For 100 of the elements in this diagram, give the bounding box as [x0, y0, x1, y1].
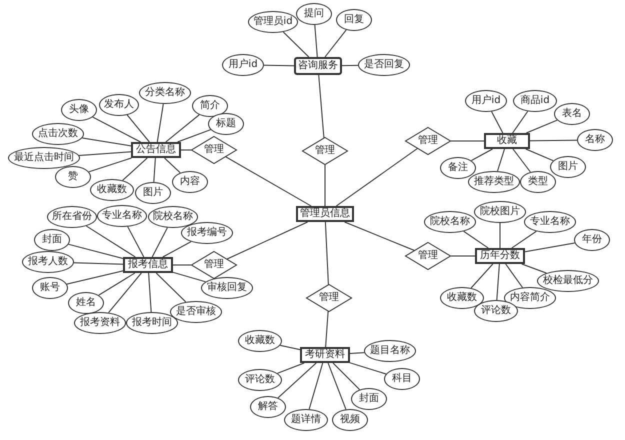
connector-line	[156, 104, 164, 142]
connector-line	[225, 156, 312, 206]
attribute-ellipse: 回复	[336, 9, 372, 31]
entity-box: 公告信息	[131, 142, 181, 158]
connector-line	[308, 362, 324, 410]
attribute-ellipse: 头像	[61, 99, 97, 121]
attribute-ellipse: 收藏数	[90, 179, 134, 201]
relationship-diamond: 管理	[302, 137, 348, 165]
connector-line	[491, 111, 504, 134]
connector-line	[525, 148, 554, 162]
attribute-ellipse: 院校名称	[424, 211, 476, 233]
connector-line	[172, 264, 192, 266]
connector-line	[82, 138, 132, 146]
connector-line	[344, 222, 415, 251]
attribute-ellipse: 图片	[135, 182, 171, 204]
connector-line	[126, 114, 150, 142]
connector-line	[463, 230, 489, 248]
connector-line	[127, 226, 144, 258]
connector-line	[108, 272, 142, 314]
attribute-ellipse: 科目	[384, 368, 420, 390]
attribute-ellipse: 报考时间	[126, 312, 178, 334]
connector-line	[521, 264, 547, 274]
connector-line	[164, 158, 181, 174]
attribute-ellipse: 提问	[296, 3, 332, 25]
attribute-ellipse: 封面	[34, 229, 70, 251]
attribute-ellipse: 账号	[32, 277, 68, 299]
attribute-ellipse: 内容	[172, 171, 208, 193]
connector-line	[86, 226, 136, 258]
entity-box: 报考信息	[123, 257, 173, 273]
connector-line	[152, 227, 168, 258]
attribute-ellipse: 视频	[332, 409, 368, 431]
connector-line	[336, 148, 418, 206]
connector-line	[324, 222, 329, 285]
connector-line	[162, 241, 192, 258]
connector-line	[318, 74, 324, 138]
connector-line	[88, 158, 132, 172]
connector-line	[177, 129, 212, 142]
relationship-diamond: 管理	[405, 242, 451, 270]
connector-line	[526, 120, 558, 134]
attribute-ellipse: 简介	[192, 95, 228, 117]
connector-line	[280, 344, 300, 350]
attribute-ellipse: 院校图片	[474, 201, 526, 223]
connector-line	[314, 24, 318, 58]
entity-box: 收藏	[484, 133, 530, 149]
attribute-ellipse: 封面	[351, 388, 387, 410]
entity-box: 咨询服务	[294, 57, 342, 75]
connector-line	[470, 148, 493, 162]
attribute-ellipse: 题详情	[284, 409, 328, 431]
attribute-ellipse: 商品id	[513, 90, 557, 112]
connector-line	[153, 158, 156, 182]
attribute-ellipse: 标题	[208, 113, 244, 135]
entity-box: 历年分数	[475, 248, 525, 264]
connector-line	[530, 140, 578, 142]
connector-line	[505, 264, 523, 288]
attribute-ellipse: 最近点击时间	[8, 147, 80, 169]
connector-line	[511, 230, 537, 248]
connector-line	[276, 362, 305, 374]
attribute-ellipse: 是否回复	[358, 54, 410, 76]
attribute-ellipse: 专业名称	[524, 211, 576, 233]
connector-line	[324, 29, 347, 58]
attribute-ellipse: 是否审核	[170, 301, 222, 323]
connector-line	[68, 244, 124, 259]
connector-line	[512, 110, 528, 134]
attribute-ellipse: 点击次数	[32, 123, 84, 145]
connector-line	[342, 64, 358, 66]
attribute-ellipse: 备注	[440, 157, 476, 179]
connector-line	[148, 272, 152, 312]
relationship-diamond: 管理	[191, 251, 237, 279]
attribute-ellipse: 报考资料	[74, 312, 126, 334]
attribute-ellipse: 表名	[554, 103, 590, 125]
connector-line	[332, 362, 360, 390]
attribute-ellipse: 发布人	[99, 94, 139, 116]
attribute-ellipse: 院校名称	[148, 206, 198, 228]
relationship-diamond: 管理	[306, 284, 352, 312]
connector-line	[350, 352, 365, 354]
connector-line	[156, 272, 186, 302]
attribute-ellipse: 审核回复	[201, 277, 253, 299]
attribute-ellipse: 解答	[250, 396, 286, 418]
attribute-ellipse: 题目名称	[364, 340, 416, 362]
attribute-ellipse: 赞	[55, 166, 91, 188]
relationship-diamond: 管理	[405, 127, 451, 155]
attribute-ellipse: 专业名称	[97, 205, 147, 227]
connector-line	[73, 262, 124, 265]
entity-box: 考研资料	[300, 347, 350, 363]
attribute-ellipse: 评论数	[474, 300, 518, 322]
connector-line	[165, 114, 200, 142]
connector-line	[98, 272, 136, 296]
attribute-ellipse: 名称	[577, 129, 613, 151]
attribute-ellipse: 分类名称	[139, 82, 191, 104]
connector-line	[470, 264, 494, 288]
attribute-ellipse: 图片	[550, 156, 586, 178]
attribute-ellipse: 用户id	[465, 90, 507, 112]
connector-line	[92, 116, 142, 142]
connector-line	[264, 64, 294, 66]
connector-line	[524, 242, 576, 252]
connector-line	[324, 164, 326, 206]
attribute-ellipse: 年份	[574, 229, 610, 251]
connector-line	[512, 148, 531, 172]
connector-line	[325, 310, 329, 348]
connector-line	[172, 272, 206, 282]
